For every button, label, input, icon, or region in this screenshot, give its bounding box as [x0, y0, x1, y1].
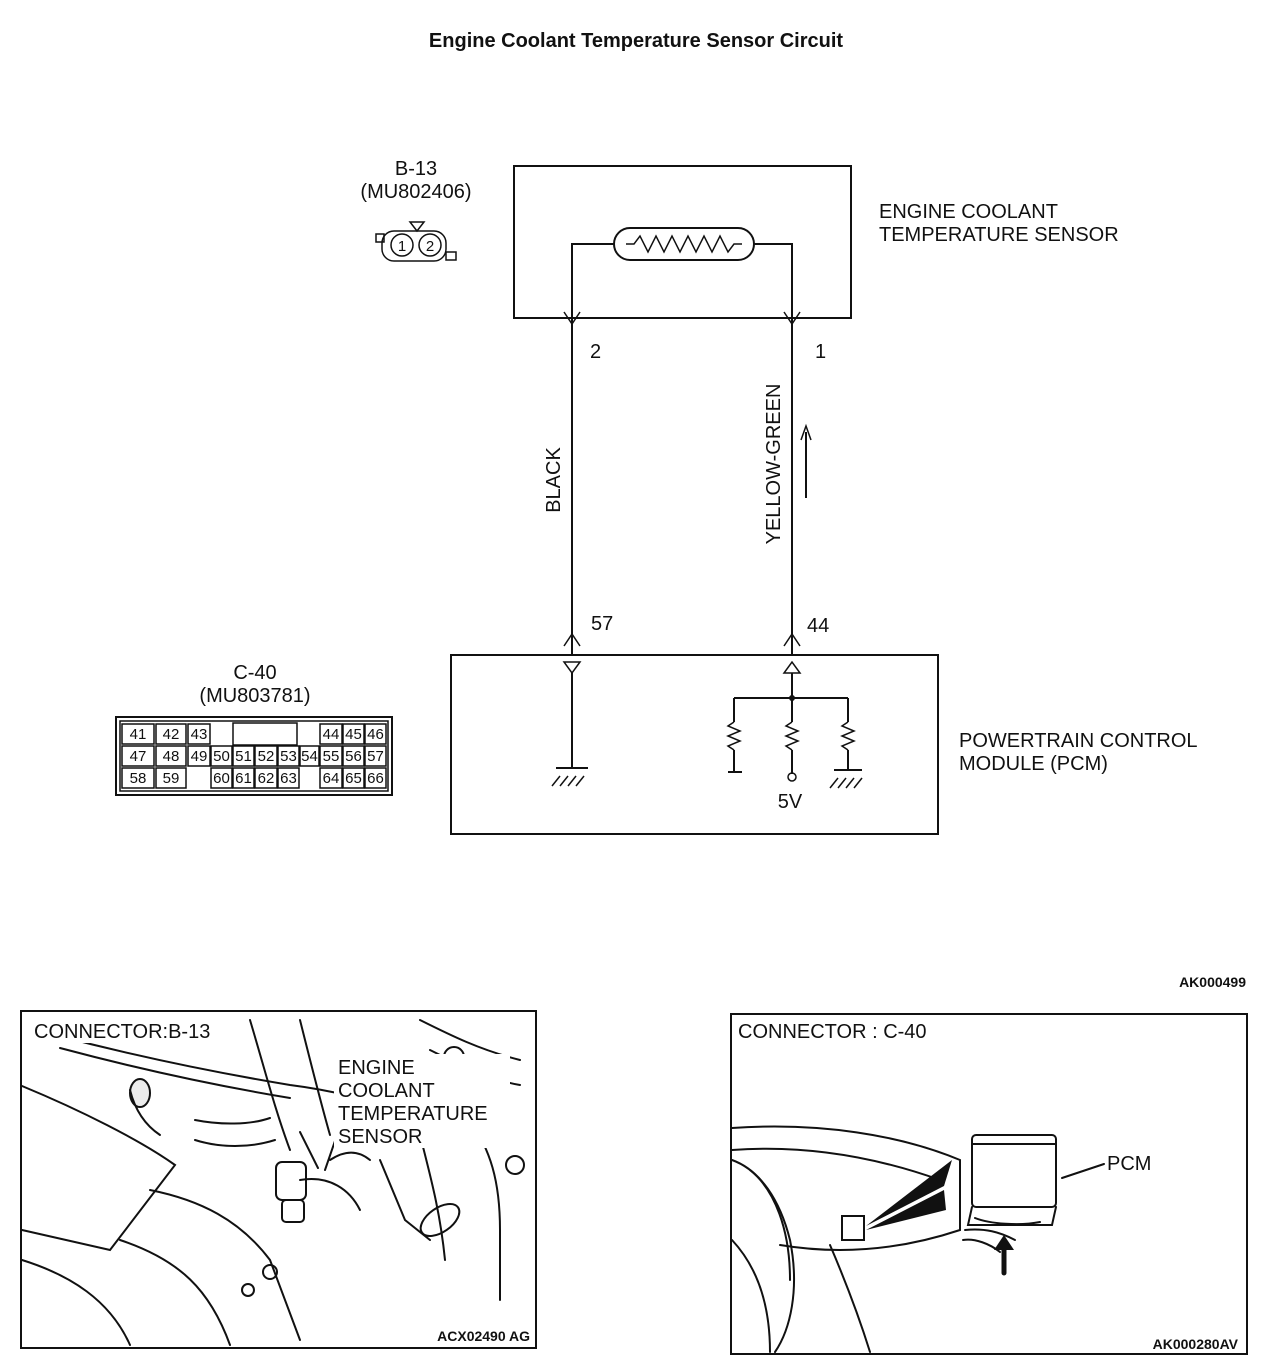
c40-pin-number: 64 — [323, 770, 340, 787]
panel-left-callout-2: COOLANT — [338, 1080, 435, 1102]
c40-pin-number: 58 — [130, 770, 147, 787]
black-sensor-pin: 2 — [590, 341, 601, 363]
c40-connector-legend: C-40 (MU803781) 41 42 43 44 45 46 47 48 49 50 51 52… — [115, 662, 393, 796]
b13-connector-id: B-13 — [395, 158, 437, 180]
c40-connector-id: C-40 — [233, 662, 276, 684]
c40-pin-cell — [254, 745, 278, 767]
black-pcm-pin: 57 — [591, 613, 613, 635]
c40-pin-number: 48 — [163, 748, 180, 765]
c40-pin-number: 65 — [345, 770, 362, 787]
black-wire-label: BLACK — [543, 447, 565, 513]
panel-left-callout-4: SENSOR — [338, 1126, 422, 1148]
c40-pin-number: 66 — [367, 770, 384, 787]
sensor-label-line1: ENGINE COOLANT — [879, 201, 1058, 223]
c40-pin-cell — [342, 723, 365, 745]
yellow-green-wire-label: YELLOW-GREEN — [763, 384, 785, 545]
c40-pin-cell — [121, 745, 155, 767]
panel-right-heading: CONNECTOR : C-40 — [738, 1021, 927, 1043]
c40-pin-cell — [232, 767, 255, 789]
c40-pin-number: 49 — [191, 748, 208, 765]
sensor-label-line2: TEMPERATURE SENSOR — [879, 224, 1119, 246]
c40-pin-cell — [187, 745, 211, 767]
c40-pin-cell — [155, 745, 187, 767]
pcm-box — [450, 654, 939, 835]
c40-pin-cell — [187, 723, 211, 745]
c40-pin-cell — [155, 723, 187, 745]
c40-pin-number: 61 — [235, 770, 252, 787]
c40-pin-number: 51 — [235, 748, 252, 765]
c40-pin-cell — [299, 745, 320, 767]
diagram-title: Engine Coolant Temperature Sensor Circui… — [429, 30, 843, 52]
c40-pin-number: 63 — [280, 770, 297, 787]
signal-direction-arrow — [800, 423, 812, 498]
c40-pin-cell — [254, 767, 278, 789]
c40-pin-cell — [232, 745, 255, 767]
c40-pin-cell — [277, 745, 300, 767]
panel-left-callout-1: ENGINE — [338, 1057, 415, 1079]
c40-pin-cell — [319, 723, 343, 745]
b13-connector-icon: 1 2 — [375, 221, 457, 262]
pcm-label-line2: MODULE (PCM) — [959, 753, 1108, 775]
c40-pin-cell — [342, 745, 365, 767]
connector-b13-location-panel: CONNECTOR:B-13 ENGINE COOLANT TEMPERATUR… — [20, 1010, 537, 1349]
c40-pin-cell — [210, 767, 233, 789]
c40-pin-cell — [210, 745, 233, 767]
panel-left-callout-3: TEMPERATURE — [338, 1103, 488, 1125]
c40-pin-cell — [319, 745, 343, 767]
c40-pin-number: 56 — [345, 748, 362, 765]
yellow-green-pcm-pin: 44 — [807, 615, 829, 637]
panel-left-heading: CONNECTOR:B-13 — [34, 1021, 210, 1043]
c40-pin-number: 45 — [345, 726, 362, 743]
pcm-label-line1: POWERTRAIN CONTROL — [959, 730, 1198, 752]
c40-pin-cell — [277, 767, 300, 789]
panel-right-code: AK000280AV — [1153, 1336, 1239, 1352]
pcm-5v-label: 5V — [778, 791, 803, 813]
c40-pin-cell — [319, 767, 343, 789]
c40-pin-number: 57 — [367, 748, 384, 765]
c40-pin-cell — [342, 767, 365, 789]
c40-pin-cell — [121, 767, 155, 789]
c40-pin-number: 44 — [323, 726, 340, 743]
c40-pin-number: 55 — [323, 748, 340, 765]
c40-pin-cell — [121, 723, 155, 745]
c40-pin-number: 62 — [258, 770, 275, 787]
wire-yellow-green — [783, 311, 801, 655]
dashboard-illustration — [731, 1125, 1105, 1353]
b13-part-number: (MU802406) — [360, 181, 471, 203]
thermistor-resistor-symbol — [626, 234, 742, 254]
c40-pin-number: 53 — [280, 748, 297, 765]
c40-pin-cell — [364, 723, 387, 745]
panel-left-code: ACX02490 AG — [437, 1328, 530, 1344]
panel-right-callout-pcm: PCM — [1107, 1153, 1151, 1175]
c40-pin-number: 60 — [213, 770, 230, 787]
c40-pin-number: 43 — [191, 726, 208, 743]
diagram-code: AK000499 — [1179, 974, 1246, 990]
sensor-box — [513, 165, 852, 319]
c40-pin-number: 50 — [213, 748, 230, 765]
c40-pin-number: 59 — [163, 770, 180, 787]
wire-black — [563, 311, 581, 655]
c40-pin-number: 42 — [163, 726, 180, 743]
b13-icon-pin-2: 2 — [426, 238, 434, 255]
c40-pin-number: 52 — [258, 748, 275, 765]
c40-pin-number: 54 — [301, 748, 318, 765]
yellow-green-sensor-pin: 1 — [815, 341, 826, 363]
c40-part-number: (MU803781) — [199, 685, 310, 707]
c40-pin-cell — [364, 745, 387, 767]
c40-pin-number: 47 — [130, 748, 147, 765]
c40-pin-cell — [364, 767, 387, 789]
c40-pin-number: 41 — [130, 726, 147, 743]
b13-icon-pin-1: 1 — [398, 238, 406, 255]
connector-c40-location-panel: CONNECTOR : C-40 PCM AK000280AV — [730, 1013, 1248, 1355]
b13-connector-legend: B-13 (MU802406) 1 2 — [360, 158, 472, 262]
c40-pin-cell — [155, 767, 187, 789]
c40-pin-number: 46 — [367, 726, 384, 743]
